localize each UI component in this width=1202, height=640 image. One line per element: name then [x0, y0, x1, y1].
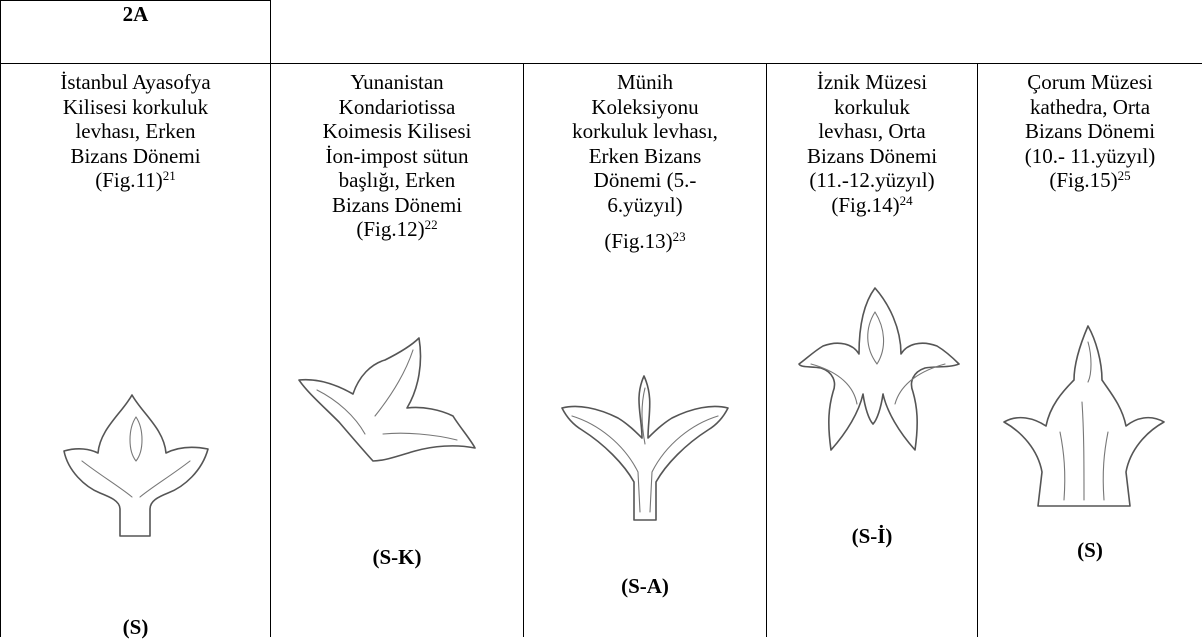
footnote-number: 23 [672, 229, 686, 244]
motif-code: (S-A) [621, 574, 669, 598]
figure-reference: (Fig.15)25 [978, 168, 1202, 193]
column-divider [766, 64, 767, 637]
motif-code: (S-İ) [851, 524, 893, 548]
description-line: İznik Müzesi [816, 70, 928, 94]
description-line: Koleksiyonu [591, 94, 699, 119]
leaf-motif-icon [63, 394, 209, 537]
description-line: başlığı, Erken [338, 168, 456, 192]
description-line: korkuluk [834, 94, 910, 119]
table-header-label: 2A [122, 2, 149, 26]
footnote-number: 25 [1117, 168, 1131, 183]
column-divider [270, 64, 271, 637]
motif-code: (S-K) [372, 545, 422, 569]
row-divider [0, 63, 1202, 64]
description-line: (11.-12.yüzyıl) [809, 168, 935, 192]
figure-label: (Fig.14) [831, 192, 900, 217]
description-line: Erken Bizans [588, 143, 702, 168]
description-line: Bizans Dönemi [1024, 119, 1156, 143]
column-divider [0, 64, 1, 637]
table-column: Münih Koleksiyonu korkuluk levhası, Erke… [524, 64, 766, 637]
footnote-number: 24 [899, 192, 913, 208]
leaf-motif-icon [798, 287, 960, 451]
figure-reference: (Fig.13)23 [524, 229, 766, 254]
column-description: Yunanistan Kondariotissa Koimesis Kilise… [271, 70, 523, 242]
leaf-motif-icon [561, 375, 729, 521]
figure-reference: (Fig.14)24 [767, 193, 977, 218]
description-line: İon-impost sütun [325, 143, 469, 168]
column-description: Çorum Müzesi kathedra, Orta Bizans Dönem… [978, 70, 1202, 193]
description-line: korkuluk levhası, [572, 119, 718, 143]
description-line: Kondariotissa [338, 94, 456, 119]
description-line: Yunanistan [350, 70, 444, 94]
figure-label: (Fig.15) [1049, 168, 1118, 192]
column-divider [523, 64, 524, 637]
leaf-motif-icon [1003, 325, 1165, 507]
table-column: Yunanistan Kondariotissa Koimesis Kilise… [271, 64, 523, 637]
column-description: İstanbul Ayasofya Kilisesi korkuluk levh… [0, 70, 271, 193]
description-line: Bizans Dönemi [806, 143, 938, 168]
footnote-number: 21 [162, 168, 176, 183]
figure-reference: (Fig.12)22 [271, 217, 523, 242]
description-line: Koimesis Kilisesi [322, 119, 472, 143]
figure-label: (Fig.12) [356, 217, 425, 241]
motif-code: (S) [1077, 538, 1103, 562]
description-line: Bizans Dönemi [331, 192, 463, 217]
motif-code: (S) [122, 615, 149, 639]
description-line: kathedra, Orta [1029, 94, 1151, 119]
column-divider [977, 64, 978, 637]
figure-label: (Fig.13) [604, 229, 673, 253]
description-line: levhası, Erken [75, 119, 196, 143]
description-line: Dönemi (5.- [593, 168, 697, 192]
figure-label: (Fig.11) [95, 168, 163, 192]
description-line: levhası, Orta [818, 119, 926, 143]
leaf-motif-icon [298, 337, 476, 462]
description-line: İstanbul Ayasofya [60, 70, 211, 94]
description-line: 6.yüzyıl) [607, 192, 683, 217]
description-line: Bizans Dönemi [70, 143, 201, 168]
description-line: Münih [616, 70, 673, 94]
figure-reference: (Fig.11)21 [0, 168, 271, 193]
table-column: İznik Müzesi korkuluk levhası, Orta Biza… [767, 64, 977, 637]
column-description: Münih Koleksiyonu korkuluk levhası, Erke… [524, 70, 766, 254]
description-line: Kilisesi korkuluk [62, 94, 209, 119]
description-line: Çorum Müzesi [1027, 70, 1153, 94]
table-column: İstanbul Ayasofya Kilisesi korkuluk levh… [0, 64, 271, 639]
description-line: (10.- 11.yüzyıl) [1024, 143, 1156, 168]
footnote-number: 22 [424, 217, 438, 232]
table-column: Çorum Müzesi kathedra, Orta Bizans Dönem… [978, 64, 1202, 637]
column-description: İznik Müzesi korkuluk levhası, Orta Biza… [767, 70, 977, 217]
